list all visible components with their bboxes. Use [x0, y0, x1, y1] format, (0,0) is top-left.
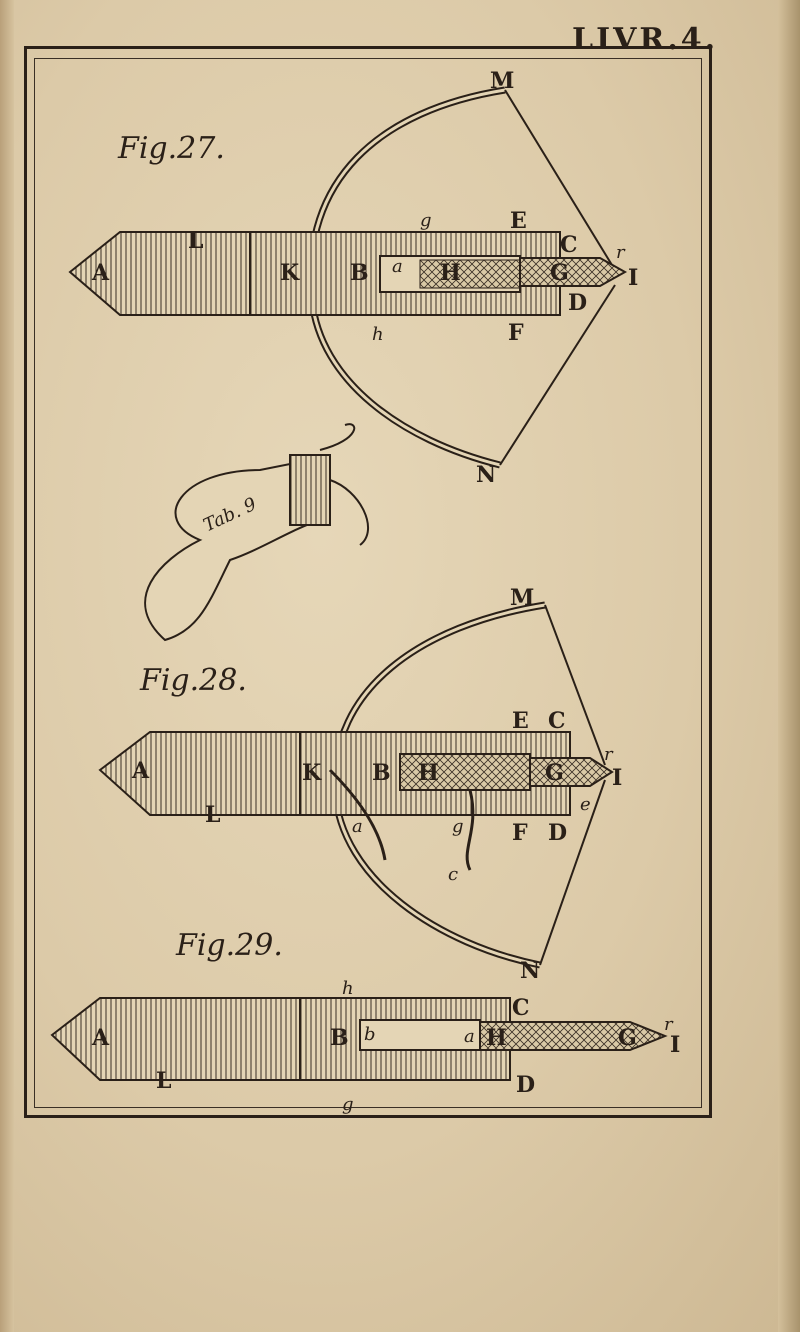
fig-29-bolt — [479, 1021, 668, 1051]
page-edge-left — [0, 0, 14, 1332]
fig-29-letter: A — [91, 1025, 110, 1051]
fig-28-letter: A — [131, 758, 150, 784]
fig-28-letter: I — [612, 765, 622, 791]
fig-28-letter: M — [510, 585, 534, 611]
fig-27-letter: H — [440, 260, 461, 286]
running-head: LIVR.4. — [572, 22, 719, 57]
fig-29-letter: g — [342, 1094, 354, 1115]
fig-28-trigger — [328, 768, 387, 861]
fig-28-stock-head — [98, 731, 301, 816]
fig-28-bowstring-upper — [544, 604, 606, 766]
fig-28-bolt-tip — [529, 757, 614, 787]
figure-28: Fig.28. M E C A K B H G I L a g F D e c … — [98, 585, 622, 984]
fig-29-letter: L — [156, 1068, 171, 1094]
fig-27-bolt-H — [419, 259, 521, 289]
fig-28-letter: H — [418, 760, 439, 786]
fig-27-letter: L — [188, 228, 203, 254]
fig-27-letter: M — [490, 68, 514, 94]
fig-27-letter: B — [350, 260, 369, 286]
fig-28-letter: c — [448, 864, 458, 885]
fig-29-slot — [359, 1019, 481, 1051]
fig-27-bolt-tip — [519, 257, 628, 287]
fig-27-bowstring-lower — [499, 284, 616, 466]
fig-29-letter: C — [512, 995, 530, 1021]
fig-27-bowstring-upper — [504, 89, 616, 271]
fig-28-letter: a — [352, 816, 363, 837]
figure-29: Fig.29. h C A B b a H G I L D g r — [50, 928, 680, 1115]
fig-28-letter: D — [548, 820, 567, 846]
fig-27-letter: C — [560, 232, 578, 258]
fig-28-letter: F — [512, 820, 528, 846]
fig-27-letter: r — [616, 242, 626, 263]
fig-27-label: Fig.27. — [117, 131, 225, 166]
fig-27-letter: E — [510, 208, 527, 234]
fig-29-label: Fig.29. — [175, 928, 283, 963]
fig-27-letter: F — [508, 320, 524, 346]
fig-28-letter: G — [545, 760, 564, 786]
tab-9-ribbon: Tab. 9 — [144, 423, 370, 642]
fig-29-letter: h — [342, 978, 354, 999]
fig-28-letter: K — [302, 760, 322, 786]
plate-inner-frame — [34, 58, 702, 1108]
fig-27-letter: G — [550, 260, 569, 286]
fig-28-letter: L — [205, 802, 220, 828]
page-edge-right — [778, 0, 800, 1332]
fig-28-letter: N — [520, 958, 540, 984]
fig-28-label: Fig.28. — [139, 663, 247, 698]
fig-28-letter: C — [548, 708, 566, 734]
fig-28-letter: e — [580, 794, 591, 815]
fig-28-letter: B — [372, 760, 391, 786]
figure-27: Fig.27. M E C L A K B a H G I D F g h r … — [68, 68, 638, 488]
fig-29-letter: I — [670, 1032, 680, 1058]
fig-29-letter: a — [464, 1026, 475, 1047]
fig-29-letter: G — [618, 1025, 637, 1051]
fig-29-letter: H — [486, 1025, 507, 1051]
fig-27-letter: D — [568, 290, 587, 316]
fig-27-letter: K — [280, 260, 300, 286]
fig-27-letter: N — [476, 462, 496, 488]
fig-27-letter: a — [392, 256, 403, 277]
fig-27-letter: h — [372, 324, 384, 345]
fig-27-letter: A — [91, 260, 110, 286]
plate-outer-frame — [24, 46, 712, 1118]
fig-29-letter: D — [516, 1072, 535, 1098]
fig-27-letter: g — [420, 210, 432, 231]
fig-29-letter: r — [664, 1014, 674, 1035]
fig-27-letter: I — [628, 265, 638, 291]
fig-28-letter: E — [512, 708, 529, 734]
fig-29-letter: b — [364, 1024, 376, 1045]
fig-28-letter: r — [604, 744, 614, 765]
fig-28-bolt-H — [399, 753, 531, 791]
fig-29-letter: B — [330, 1025, 349, 1051]
fig-29-stock-head — [50, 997, 301, 1081]
fig-28-bowstring-lower — [539, 779, 606, 966]
fig-28-letter: g — [452, 816, 464, 837]
